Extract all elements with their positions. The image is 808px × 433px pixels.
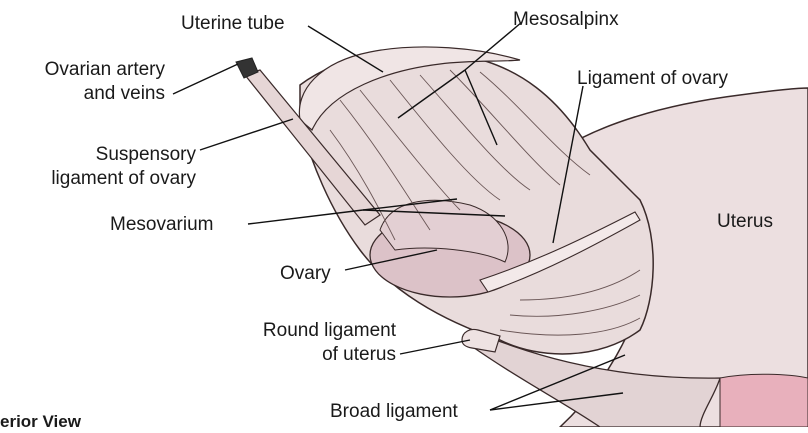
label-uterus: Uterus	[717, 210, 773, 233]
label-ovarian-artery-1: Ovarian artery	[10, 58, 165, 81]
label-suspensory-1: Suspensory	[10, 143, 196, 166]
label-ovarian-artery-2: and veins	[10, 82, 165, 105]
label-suspensory-2: ligament of ovary	[10, 167, 196, 190]
label-round-ligament-1: Round ligament	[200, 319, 396, 342]
label-mesosalpinx: Mesosalpinx	[513, 8, 619, 31]
label-uterine-tube: Uterine tube	[181, 12, 285, 35]
label-round-ligament-2: of uterus	[200, 343, 396, 366]
label-ligament-of-ovary: Ligament of ovary	[577, 67, 728, 90]
label-broad-ligament: Broad ligament	[330, 400, 458, 423]
uterus-cervix	[720, 374, 808, 427]
label-ovary: Ovary	[280, 262, 331, 285]
view-caption: erior View	[0, 410, 81, 433]
label-mesovarium: Mesovarium	[110, 213, 213, 236]
